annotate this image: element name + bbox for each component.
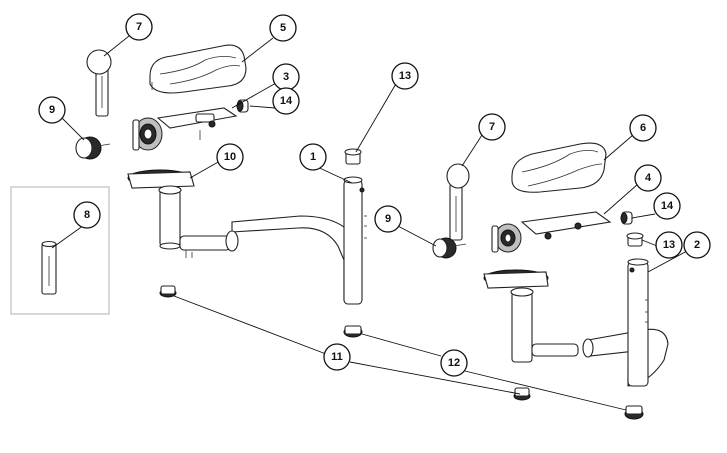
callout-label: 1: [310, 151, 316, 163]
callout-label: 13: [663, 239, 675, 251]
callout-4: 4: [634, 164, 662, 192]
part-13-cap-right: [626, 232, 644, 247]
part-13-cap-left: [344, 148, 362, 165]
part-4-clamp-knob: [491, 223, 522, 253]
callout-14: 14: [653, 192, 681, 220]
callout-label: 11: [331, 351, 343, 363]
callout-3: 3: [272, 63, 300, 91]
part-12-foot-left: [343, 325, 363, 338]
callout-label: 7: [136, 21, 142, 33]
callout-13: 13: [391, 62, 419, 90]
callout-label: 4: [645, 172, 652, 184]
part-11-foot-right: [513, 387, 531, 401]
part-4-bracket: [520, 211, 612, 240]
part-12-foot-right: [624, 405, 644, 420]
callout-8: 8: [73, 201, 101, 229]
callout-label: 3: [283, 71, 289, 83]
callout-label: 5: [280, 22, 286, 34]
callout-11: 11: [323, 343, 351, 371]
callout-7: 7: [478, 113, 506, 141]
part-1-frame: [225, 176, 367, 305]
part-5-seat-pad: [149, 44, 247, 94]
part-14-nut-left: [236, 99, 249, 113]
callout-label: 12: [448, 357, 460, 369]
callout-2: 2: [683, 231, 711, 259]
callout-12: 12: [440, 349, 468, 377]
callout-label: 14: [280, 95, 293, 107]
callout-9: 9: [38, 96, 66, 124]
part-9-knob-left: [75, 136, 111, 160]
callout-label: 6: [640, 122, 646, 134]
callout-10: 10: [216, 143, 244, 171]
callout-label: 9: [385, 213, 391, 225]
part-6-seat-pad: [511, 142, 607, 193]
callout-label: 13: [399, 70, 411, 82]
callout-label: 10: [224, 151, 236, 163]
part-11-foot-left: [159, 285, 177, 298]
callout-label: 9: [49, 104, 55, 116]
callout-7: 7: [125, 13, 153, 41]
part-7-pin-left: [86, 49, 112, 117]
callout-label: 2: [694, 239, 700, 251]
callout-5: 5: [269, 14, 297, 42]
callout-9: 9: [374, 205, 402, 233]
callout-13: 13: [655, 231, 683, 259]
inset-frame: [10, 186, 110, 315]
part-8-pin: [41, 240, 57, 295]
callout-6: 6: [629, 114, 657, 142]
callout-1: 1: [299, 143, 327, 171]
callout-label: 7: [489, 121, 495, 133]
callout-14: 14: [272, 87, 300, 115]
callout-label: 14: [661, 200, 674, 212]
part-2-frame: [483, 258, 669, 387]
part-7-pin-right: [446, 163, 470, 241]
part-3-clamp-knob: [132, 117, 201, 151]
part-10-seat-mount: [127, 169, 231, 258]
callout-label: 8: [84, 209, 90, 221]
leader-lines: [51, 35, 688, 411]
part-9-knob-right: [432, 237, 467, 259]
part-3-bracket: [156, 107, 238, 129]
part-14-nut-right: [620, 211, 633, 225]
